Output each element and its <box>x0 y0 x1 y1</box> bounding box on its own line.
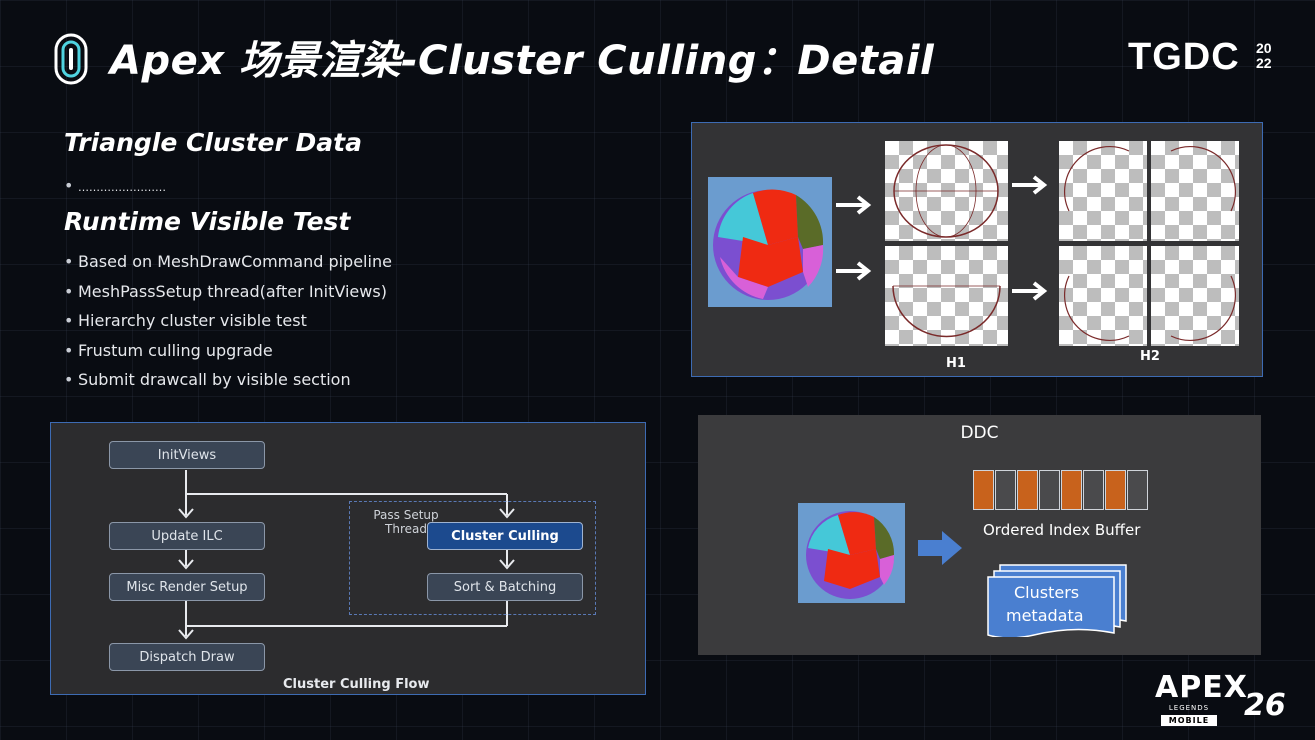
label-h1: H1 <box>946 356 966 371</box>
bullet-dot: • <box>64 370 74 389</box>
pass-setup-label-line1: Pass Setup <box>373 508 439 522</box>
arrow-icon <box>1012 281 1048 301</box>
wireframe-overlay <box>1170 275 1236 341</box>
bullet-dot: • <box>64 340 74 360</box>
page-number: 26 <box>1244 688 1286 723</box>
apex-logo-tag: MOBILE <box>1161 715 1217 726</box>
arrow-icon <box>1012 175 1048 195</box>
tgdc-logo: TGDC <box>1128 36 1240 78</box>
wireframe-overlay <box>1170 146 1236 212</box>
node-misc-render-setup: Misc Render Setup <box>109 573 265 601</box>
pass-setup-thread-group <box>349 501 596 615</box>
node-cluster-culling: Cluster Culling <box>427 522 583 550</box>
section1-bullet-list: • …………………… <box>64 176 166 206</box>
colored-sphere-image <box>708 177 832 307</box>
bullet-item: •Frustum culling upgrade <box>64 341 392 371</box>
wireframe-quad-2 <box>1151 141 1239 241</box>
bullet-text: Hierarchy cluster visible test <box>78 311 307 330</box>
clusters-label-line2: metadata <box>1006 606 1084 625</box>
buffer-cell <box>973 470 994 510</box>
pass-setup-label: Pass Setup Thread <box>369 508 443 536</box>
bullet-dot: • <box>64 311 74 330</box>
wireframe-overlay <box>1064 146 1130 212</box>
bullet-item: •Submit drawcall by visible section <box>64 370 392 400</box>
buffer-cell <box>1061 470 1082 510</box>
clusters-label-line1: Clusters <box>1014 583 1080 602</box>
tgdc-year-bottom: 22 <box>1256 55 1272 71</box>
cluster-culling-flow-panel: Pass Setup Thread InitViews Update ILC M… <box>50 422 646 695</box>
buffer-cell <box>1017 470 1038 510</box>
flow-connectors <box>178 470 515 640</box>
buffer-cell <box>995 470 1016 510</box>
tgdc-year: 20 22 <box>1256 41 1272 71</box>
apex-logo-main: APEX <box>1155 670 1248 705</box>
bullet-dot: • <box>64 281 74 301</box>
arrow-icon <box>836 261 872 281</box>
section-title-runtime-visible: Runtime Visible Test <box>64 207 351 236</box>
right-arrow-icon <box>918 531 962 565</box>
node-init-views: InitViews <box>109 441 265 469</box>
wireframe-overlay <box>892 285 1001 338</box>
ddc-title: DDC <box>960 423 999 443</box>
page-title: Apex 场景渲染-Cluster Culling：Detail <box>110 38 935 84</box>
wireframe-quad-4 <box>1151 246 1239 346</box>
clusters-metadata-stack <box>987 564 1127 637</box>
apex-logo-sub: LEGENDS <box>1168 704 1210 712</box>
node-update-ilc: Update ILC <box>109 522 265 550</box>
wireframe-quad-3 <box>1059 246 1147 346</box>
section-title-triangle-cluster: Triangle Cluster Data <box>64 128 362 157</box>
bullet-item: •MeshPassSetup thread(after InitViews) <box>64 282 392 312</box>
buffer-cell <box>1083 470 1104 510</box>
section2-bullet-list: •Based on MeshDrawCommand pipeline •Mesh… <box>64 252 392 400</box>
wireframe-sphere-full <box>885 141 1008 241</box>
bullet-dot: • <box>64 252 74 271</box>
colored-sphere-image <box>798 503 905 603</box>
lod-hierarchy-figure: H1 H2 <box>691 122 1263 377</box>
bullet-text: Submit drawcall by visible section <box>78 370 351 389</box>
ordered-index-buffer-label: Ordered Index Buffer <box>983 521 1141 539</box>
bullet-text: MeshPassSetup thread(after InitViews) <box>78 281 387 301</box>
buffer-cell <box>1039 470 1060 510</box>
buffer-cell <box>1105 470 1126 510</box>
bullet-dot: • <box>64 176 74 195</box>
pass-setup-label-line2: Thread <box>385 522 427 536</box>
tgdc-year-top: 20 <box>1256 40 1272 56</box>
flow-caption: Cluster Culling Flow <box>283 677 430 692</box>
node-dispatch-draw: Dispatch Draw <box>109 643 265 671</box>
wireframe-sphere-bottom <box>885 246 1008 346</box>
bullet-text: Based on MeshDrawCommand pipeline <box>78 252 392 271</box>
bullet-item: •Based on MeshDrawCommand pipeline <box>64 252 392 282</box>
buffer-cell <box>1127 470 1148 510</box>
ddc-panel: DDC Ordered Index Buffer Clusters metada… <box>698 415 1261 655</box>
bullet-text: …………………… <box>78 181 166 194</box>
node-sort-batching: Sort & Batching <box>427 573 583 601</box>
capsule-logo-icon <box>54 33 88 85</box>
bullet-item: • …………………… <box>64 176 166 206</box>
wireframe-overlay <box>893 144 999 238</box>
wireframe-overlay <box>1064 275 1130 341</box>
bullet-item: •Hierarchy cluster visible test <box>64 311 392 341</box>
arrow-icon <box>836 195 872 215</box>
wireframe-quad-1 <box>1059 141 1147 241</box>
apex-legends-mobile-logo: APEX LEGENDS MOBILE <box>1155 670 1248 733</box>
bullet-text: Frustum culling upgrade <box>78 340 273 360</box>
label-h2: H2 <box>1140 349 1160 364</box>
